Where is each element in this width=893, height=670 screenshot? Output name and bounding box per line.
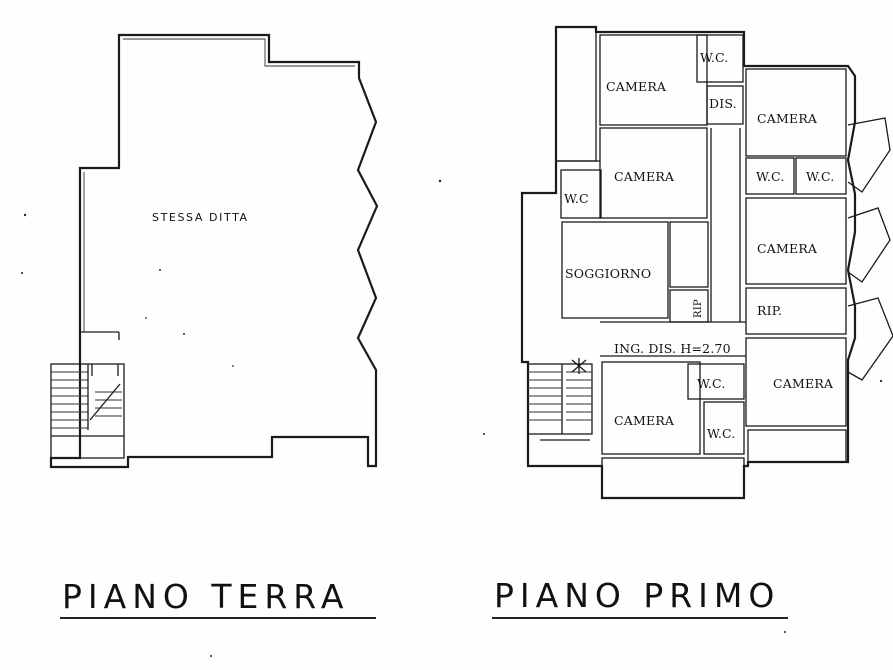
ground-floor-title: PIANO TERRA (62, 577, 350, 616)
room-label-camera-ne: CAMERA (757, 111, 818, 126)
ground-floor-outline (49, 33, 379, 469)
first-floor-title-underline (492, 617, 788, 619)
ground-floor-staircase (50, 363, 125, 459)
ground-floor-title-underline (60, 617, 376, 619)
first-floor-staircase (527, 358, 593, 441)
room-label-wc-top: W.C. (700, 50, 729, 65)
room-label-camera-se: CAMERA (773, 376, 834, 391)
room-label-wc-bottom-2: W.C. (707, 426, 736, 441)
room-label-wc-left: W.C (564, 191, 589, 206)
room-label-wc-east-1: W.C. (756, 169, 785, 184)
room-label-dis: DIS. (709, 96, 737, 111)
room-label-wc-east-2: W.C. (806, 169, 835, 184)
room-label-camera-mid: CAMERA (614, 169, 675, 184)
room-label-camera-east-2: CAMERA (757, 241, 818, 256)
room-label-rip-small: RIP (693, 299, 704, 318)
room-label-wc-bottom-1: W.C. (697, 376, 726, 391)
first-floor-title: PIANO PRIMO (494, 576, 781, 615)
room-label-soggiorno: SOGGIORNO (565, 266, 651, 281)
ground-floor-area-label: STESSA DITTA (152, 211, 249, 224)
room-label-ingresso: ING. DIS. H=2.70 (614, 341, 731, 356)
first-floor-outline (520, 25, 857, 500)
first-floor-plan: CAMERA W.C. DIS. CAMERA CAMERA W.C W.C. … (520, 25, 893, 500)
room-label-rip-east: RIP. (757, 303, 782, 318)
room-label-camera-sw: CAMERA (614, 413, 675, 428)
scan-specks (21, 179, 883, 657)
room-label-camera-nw: CAMERA (606, 79, 667, 94)
ground-floor-plan: STESSA DITTA (49, 33, 379, 469)
